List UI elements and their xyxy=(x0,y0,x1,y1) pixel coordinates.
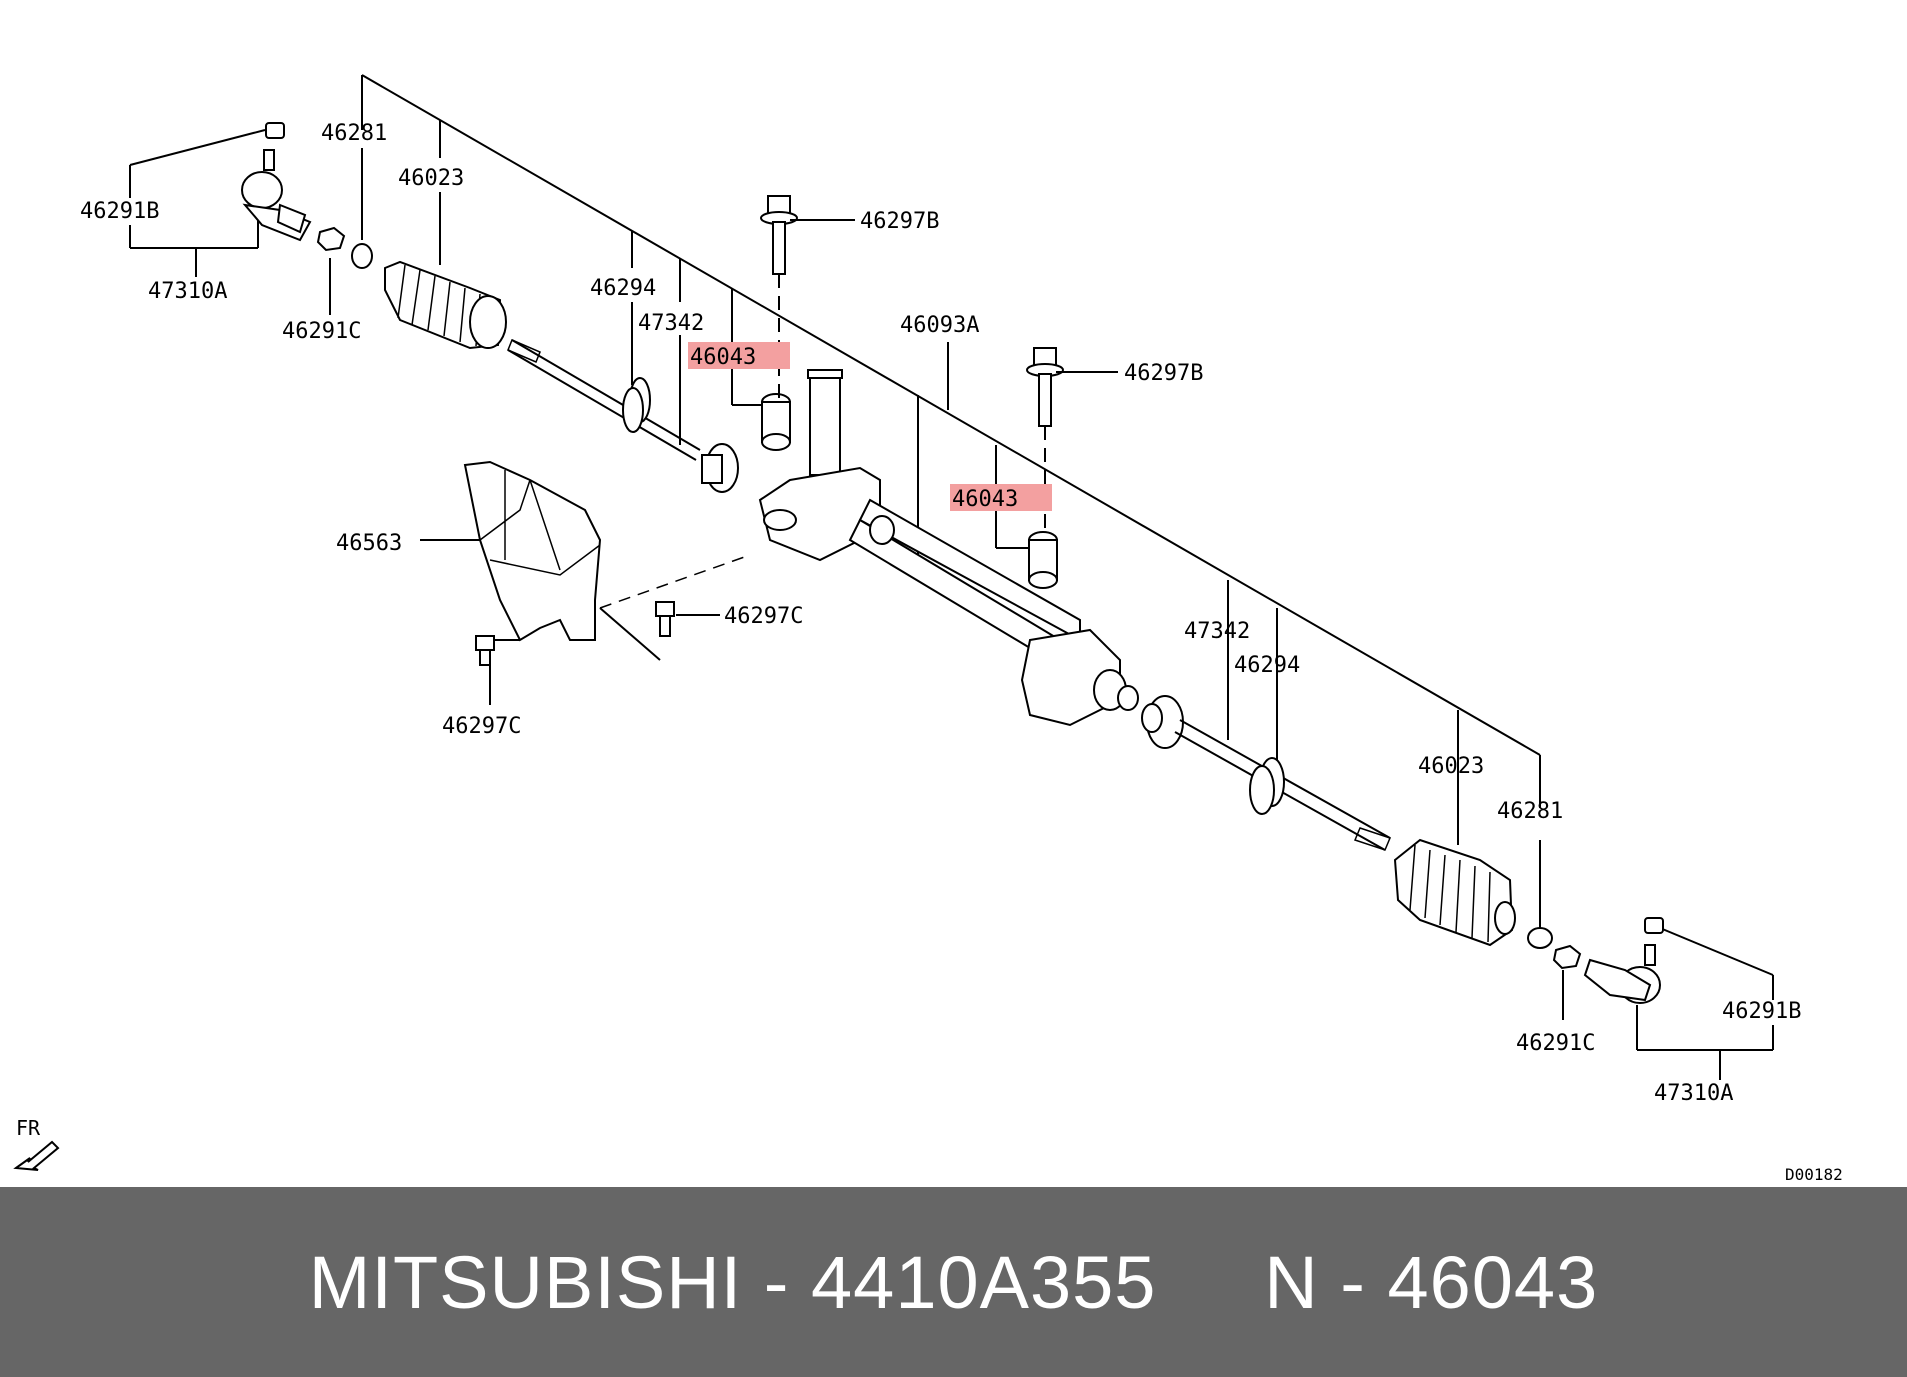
label-46291C-right: 46291C xyxy=(1516,1031,1595,1056)
bracket-left xyxy=(129,129,266,277)
label-46294-left: 46294 xyxy=(590,276,656,301)
bushing-left xyxy=(761,393,791,451)
reference-line xyxy=(361,74,1541,756)
label-46297B-right: 46297B xyxy=(1124,361,1203,386)
clamp-left xyxy=(351,243,373,269)
bushing-right xyxy=(1028,531,1058,589)
label-46281-right: 46281 xyxy=(1497,799,1563,824)
bolt-46297C-upper xyxy=(655,601,720,637)
nut-left xyxy=(316,226,346,252)
tie-rod-right xyxy=(1141,695,1392,851)
label-46294-right: 46294 xyxy=(1234,653,1300,678)
label-46281-left: 46281 xyxy=(321,121,387,146)
bracket-right xyxy=(1636,927,1774,1080)
clamp-right xyxy=(1527,927,1553,949)
bolt-upper-right xyxy=(1026,347,1118,535)
label-46297C-lower: 46297C xyxy=(442,714,521,739)
front-direction-arrow xyxy=(13,1140,60,1171)
bolt-46297C-lower xyxy=(475,635,520,705)
heat-shield xyxy=(420,460,751,661)
label-46291B-right: 46291B xyxy=(1722,999,1801,1024)
tie-rod-left xyxy=(507,339,739,493)
nut-right xyxy=(1552,944,1582,970)
label-fr: FR xyxy=(16,1116,41,1140)
steering-gear-diagram: 46281 46023 46291B 47310A 46291C 46294 4… xyxy=(13,74,1843,1184)
label-47342-left: 47342 xyxy=(638,311,704,336)
label-46023-left: 46023 xyxy=(398,166,464,191)
label-46291B-left: 46291B xyxy=(80,199,159,224)
steering-gear-housing xyxy=(758,369,1139,727)
label-46563: 46563 xyxy=(336,531,402,556)
leader-lines xyxy=(329,120,1564,1020)
tie-rod-end-left xyxy=(241,122,312,242)
bolt-upper-left xyxy=(760,195,855,400)
label-46297B-upper: 46297B xyxy=(860,209,939,234)
label-46291C-left: 46291C xyxy=(282,319,361,344)
highlight-46043-lower xyxy=(950,484,1052,511)
tie-rod-end-right xyxy=(1583,917,1664,1004)
label-47310A-right: 47310A xyxy=(1654,1081,1733,1106)
boot-left xyxy=(384,260,507,350)
diagram-code: D00182 xyxy=(1785,1165,1843,1184)
label-46043-lower: 46043 xyxy=(952,487,1018,512)
highlight-46043-upper xyxy=(688,342,790,369)
label-47310A-left: 47310A xyxy=(148,279,227,304)
footer-bar: MITSUBISHI - 4410A355 N - 46043 xyxy=(0,1187,1907,1377)
footer-part-number: MITSUBISHI - 4410A355 N - 46043 xyxy=(308,1240,1599,1324)
label-47342-right: 47342 xyxy=(1184,619,1250,644)
label-46297C-right: 46297C xyxy=(724,604,803,629)
boot-right xyxy=(1393,838,1516,947)
label-46023-right: 46023 xyxy=(1418,754,1484,779)
label-46043-upper: 46043 xyxy=(690,345,756,370)
label-46093A: 46093A xyxy=(900,313,979,338)
